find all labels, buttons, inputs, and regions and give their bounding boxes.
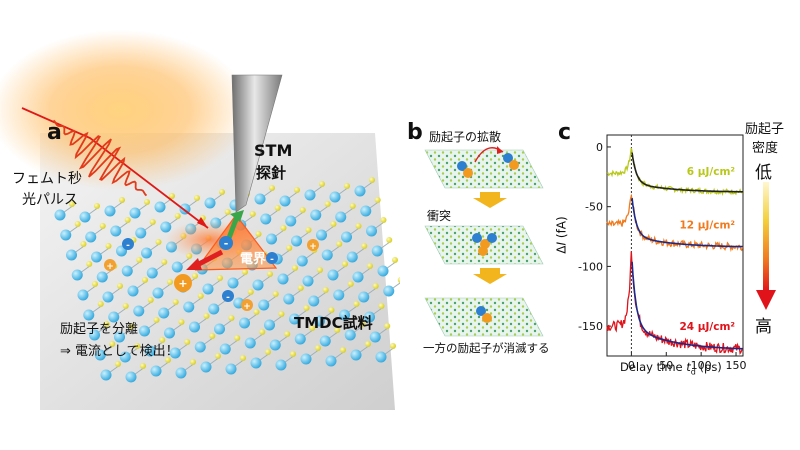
caption-line1: 励起子を分離 <box>60 322 139 337</box>
charge-electron-center: - <box>219 236 233 250</box>
panel-c-letter: c <box>558 120 572 145</box>
series-line <box>606 147 744 196</box>
charge-hole-right: + <box>307 239 319 252</box>
svg-text:+: + <box>178 277 187 290</box>
svg-text:-: - <box>270 255 274 265</box>
y-axis-label: ΔI (fA) <box>555 216 569 253</box>
charge-hole-left-far: + <box>104 259 116 272</box>
x-tick-label: 100 <box>691 359 712 372</box>
y-tick-label: -150 <box>578 320 603 333</box>
panel-c: c 0 50 100 150 0 -50 -100 -150 6 μJ/cm² 12 μJ/cm²… <box>555 0 800 450</box>
charge-hole-bottom: + <box>241 299 253 312</box>
charge-electron-right: - <box>266 252 278 265</box>
panel-b-illustration <box>424 146 544 337</box>
laser-wave-packet <box>52 119 148 197</box>
x-axis-label: Delay time td (ps) <box>620 360 722 376</box>
y-tick-label: -100 <box>578 260 603 273</box>
exciton-pair-2 <box>503 153 519 170</box>
x-tick-label: 150 <box>726 359 747 372</box>
panel-a-background <box>40 133 395 410</box>
panel-b: b 励起子の拡散 衝突 一方の励起子が消滅する <box>405 0 555 450</box>
electron-arrowhead <box>230 210 244 222</box>
x-tick-label: 0 <box>628 359 635 372</box>
series-fit-line <box>631 198 743 248</box>
svg-text:-: - <box>224 237 229 250</box>
svg-text:+: + <box>106 262 114 272</box>
x-axis-label-var: t <box>686 360 691 374</box>
series-line <box>606 251 744 355</box>
charge-hole-left: + <box>174 274 192 292</box>
stm-tip-label-line2: 探針 <box>256 164 287 182</box>
svg-text:+: + <box>243 302 251 312</box>
series-fit-line <box>631 261 743 350</box>
density-title-line1: 励起子 <box>745 122 785 137</box>
series-label: 6 μJ/cm² <box>687 166 736 178</box>
density-high-label: 高 <box>755 317 772 337</box>
series-label: 24 μJ/cm² <box>680 321 736 333</box>
laser-label-line2: 光パルス <box>22 192 78 208</box>
svg-text:+: + <box>309 242 317 252</box>
laser-arrowhead <box>197 217 208 228</box>
series-fit-line <box>631 152 743 193</box>
charge-electron-bottom: - <box>222 290 234 303</box>
field-label: 電界 <box>240 252 267 267</box>
delay-time-chart: 0 50 100 150 0 -50 -100 -150 6 μJ/cm² 12 μJ/cm² 24… <box>578 134 747 372</box>
density-low-label: 低 <box>755 163 772 183</box>
laser-glow <box>0 30 250 190</box>
step-arrow-1 <box>473 192 507 208</box>
step-arrow-2 <box>473 268 507 284</box>
density-scale-arrow <box>756 182 776 310</box>
charge-electron-left: - <box>122 238 134 251</box>
x-axis-label-main: Delay time <box>620 360 687 374</box>
step2-label: 衝突 <box>427 209 452 223</box>
y-tick-label: -50 <box>585 201 603 214</box>
hole-arrowhead <box>186 258 202 270</box>
lattice-sheet-step1 <box>424 149 544 189</box>
density-title-line2: 密度 <box>752 141 779 156</box>
stm-tip <box>231 74 283 213</box>
panel-a: - + + + + - - - a フェムト秒 <box>0 30 400 410</box>
caption-line2: ⇒ 電流として検出！ <box>60 344 179 359</box>
y-tick-label: 0 <box>596 141 603 154</box>
stm-tip-label-line1: STM <box>254 141 293 160</box>
exciton-collision <box>472 233 497 256</box>
diffusion-arrowhead <box>497 146 503 154</box>
y-axis-label-delta: Δ <box>554 245 569 254</box>
panel-a-letter: a <box>47 120 62 145</box>
series-label: 12 μJ/cm² <box>680 220 736 232</box>
laser-beam <box>21 107 209 229</box>
plot-frame <box>606 134 744 357</box>
panel-a-illustration: - + + + + - - - <box>0 30 400 410</box>
y-axis-label-var: I <box>554 241 569 246</box>
step3-label: 一方の励起子が消滅する <box>423 341 550 355</box>
panel-b-letter: b <box>407 120 423 145</box>
laser-label-line1: フェムト秒 <box>12 171 82 187</box>
exciton-remaining <box>476 306 492 323</box>
sample-label: TMDC試料 <box>294 314 373 332</box>
step1-label: 励起子の拡散 <box>429 130 502 144</box>
y-axis-label-unit: (fA) <box>554 216 569 242</box>
exciton-pair-1 <box>457 161 473 178</box>
x-axis-label-unit: (ps) <box>695 360 722 374</box>
svg-text:-: - <box>126 241 130 251</box>
x-tick-label: 50 <box>659 359 673 372</box>
x-axis-label-sub: d <box>690 367 696 377</box>
svg-text:-: - <box>226 293 230 303</box>
